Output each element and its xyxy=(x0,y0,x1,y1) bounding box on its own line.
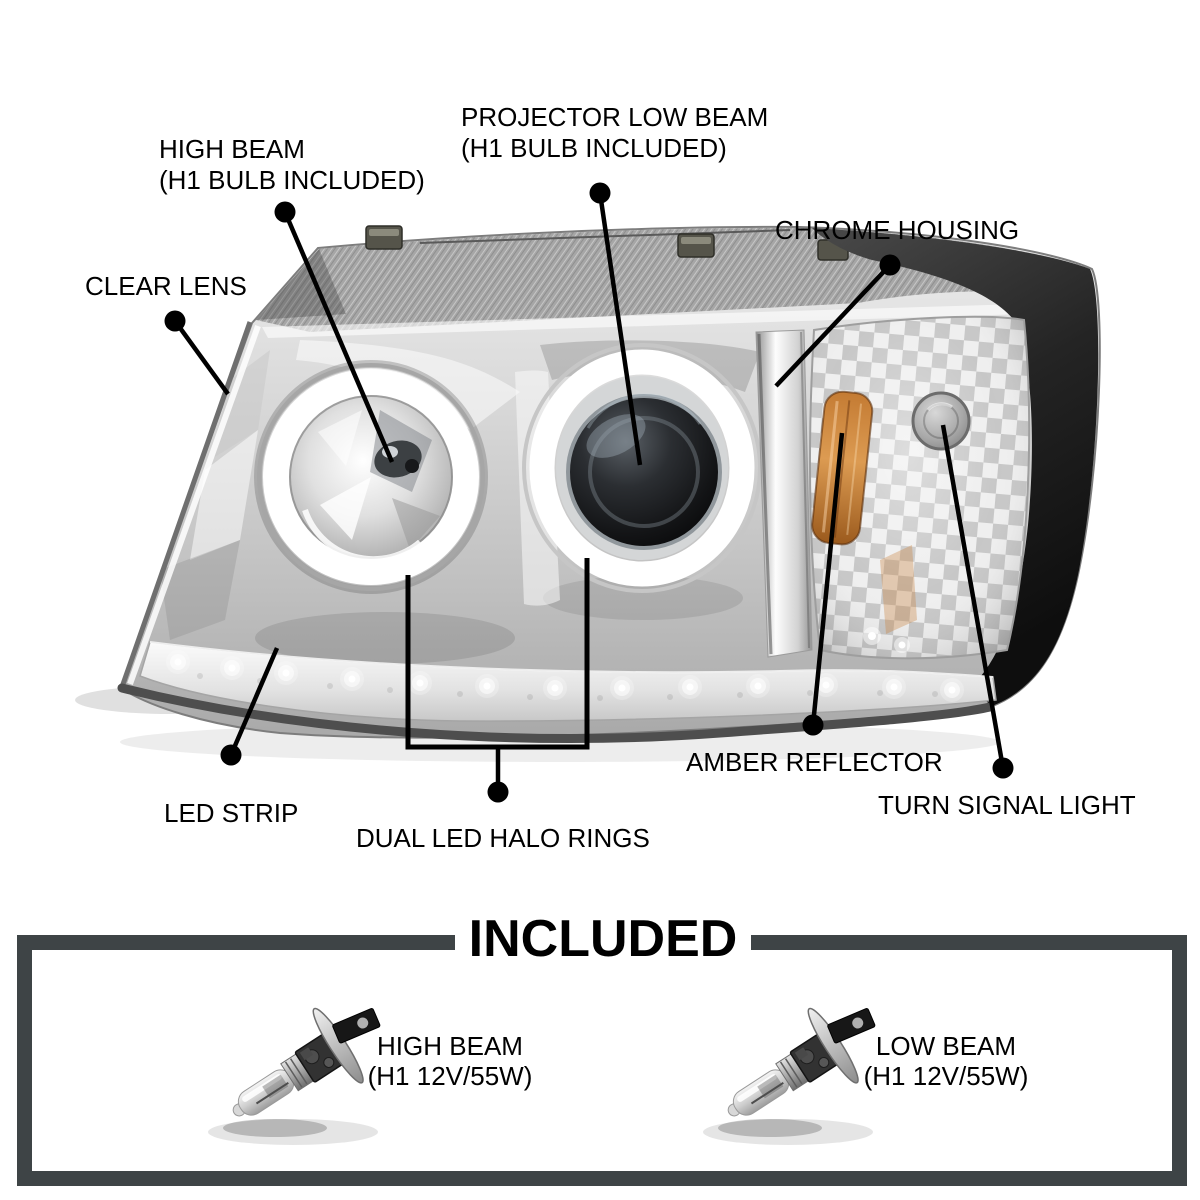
included-item-high-beam: HIGH BEAM (H1 12V/55W) xyxy=(340,1031,560,1091)
callout-label-line2: (H1 BULB INCLUDED) xyxy=(461,133,727,163)
included-item-spec: (H1 12V/55W) xyxy=(863,1061,1029,1091)
amber-reflector-shape xyxy=(811,390,874,546)
halo-ring-center xyxy=(522,343,762,593)
callout-label-dual-led-halo-rings: DUAL LED HALO RINGS xyxy=(356,823,650,853)
included-item-name: HIGH BEAM xyxy=(377,1031,523,1061)
headlight-illustration xyxy=(75,225,1101,762)
callout-bracket-dual-led-halo-rings xyxy=(405,558,590,803)
included-item-low-beam: LOW BEAM (H1 12V/55W) xyxy=(836,1031,1056,1091)
callout-label-line2: (H1 BULB INCLUDED) xyxy=(159,165,425,195)
callout-line-high-beam xyxy=(274,201,395,463)
callout-label-projector-low-beam: PROJECTOR LOW BEAM (H1 BULB INCLUDED) xyxy=(461,102,768,164)
projector-lens xyxy=(566,393,722,550)
included-item-name: LOW BEAM xyxy=(875,1031,1017,1061)
clear-lens-edge xyxy=(119,321,253,688)
bottom-rim xyxy=(117,683,995,743)
included-panel-frame xyxy=(17,935,1187,1186)
callout-label-led-strip: LED STRIP xyxy=(164,798,299,828)
callout-label-line1: HIGH BEAM xyxy=(159,134,305,164)
callout-line-projector-low-beam xyxy=(589,182,643,466)
h1-bulb-graphic-high-beam xyxy=(208,980,405,1152)
callout-lines xyxy=(164,182,1014,803)
included-panel-title: INCLUDED xyxy=(455,909,751,969)
callout-label-line1: PROJECTOR LOW BEAM xyxy=(461,102,769,132)
halo-ring-left xyxy=(254,360,488,594)
callout-label-high-beam: HIGH BEAM (H1 BULB INCLUDED) xyxy=(159,134,425,196)
callout-label-turn-signal-light: TURN SIGNAL LIGHT xyxy=(878,790,1136,820)
callout-label-clear-lens: CLEAR LENS xyxy=(85,271,247,301)
included-item-spec: (H1 12V/55W) xyxy=(367,1061,533,1091)
led-strip-band xyxy=(139,641,997,722)
callout-line-chrome-housing xyxy=(774,254,901,388)
callout-line-turn-signal-light xyxy=(940,424,1014,779)
callout-line-amber-reflector xyxy=(802,432,845,736)
led-dots xyxy=(166,650,964,702)
callout-line-clear-lens xyxy=(164,310,230,396)
chrome-divider-ridge xyxy=(755,329,813,658)
callout-label-amber-reflector: AMBER REFLECTOR xyxy=(686,747,943,777)
h1-bulb-graphic-low-beam xyxy=(703,980,900,1152)
callout-line-led-strip xyxy=(220,647,280,766)
callout-label-chrome-housing: CHROME HOUSING xyxy=(775,215,1020,245)
turn-signal-socket xyxy=(911,391,971,451)
